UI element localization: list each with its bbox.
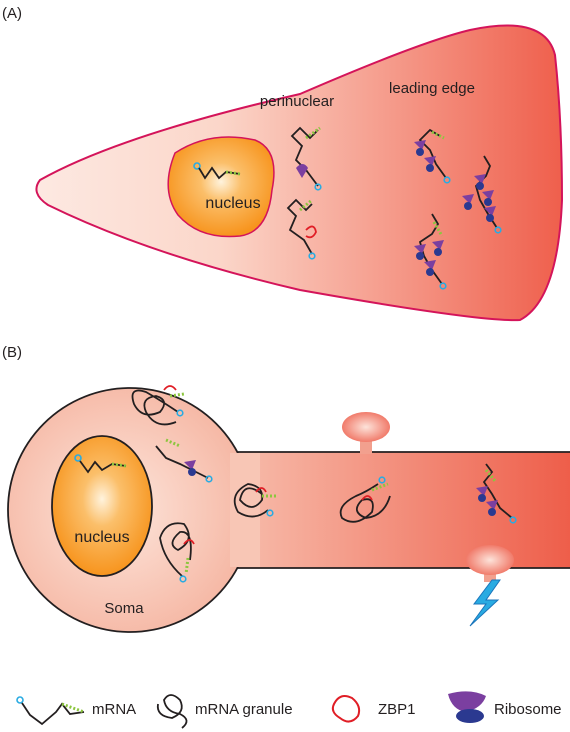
spine-top xyxy=(342,412,390,454)
panel-a-label: (A) xyxy=(2,5,22,22)
nucleus-b xyxy=(51,435,153,577)
nucleus-a xyxy=(167,136,275,238)
neurite xyxy=(200,452,570,568)
legend-ribosome: Ribosome xyxy=(448,691,562,723)
polysome-2 xyxy=(462,155,502,234)
mrna-nucleus-b xyxy=(74,454,127,474)
granule-neurite-1 xyxy=(233,483,278,518)
panel-b-label: (B) xyxy=(2,344,22,361)
leading-edge-label: leading edge xyxy=(389,80,475,97)
nucleus-b-label: nucleus xyxy=(74,529,129,546)
granule-soma-2 xyxy=(159,522,195,583)
mrna-nucleus-a xyxy=(193,162,241,180)
granule-neurite-2 xyxy=(339,476,391,523)
spine-bottom xyxy=(466,545,514,582)
polysome-3 xyxy=(414,213,447,290)
perinuclear-label: perinuclear xyxy=(260,93,334,110)
nucleus-a-label: nucleus xyxy=(205,195,260,212)
legend-ribosome-label: Ribosome xyxy=(494,701,562,718)
legend-mrna-label: mRNA xyxy=(92,701,136,718)
soma-label: Soma xyxy=(104,600,144,617)
legend-mrna: mRNA xyxy=(16,696,136,726)
legend-zbp1: ZBP1 xyxy=(331,695,416,723)
mrna-soma-ribosome xyxy=(155,438,213,483)
mrna-perinuclear-2 xyxy=(286,198,317,260)
polysome-1 xyxy=(414,128,451,184)
polysome-neurite xyxy=(476,463,517,524)
legend-granule-label: mRNA granule xyxy=(195,701,293,718)
legend-zbp1-label: ZBP1 xyxy=(378,701,416,718)
mrna-perinuclear-1 xyxy=(290,126,322,191)
legend-granule: mRNA granule xyxy=(156,694,293,729)
lightning-icon xyxy=(469,579,501,627)
granule-soma-1 xyxy=(131,385,185,426)
